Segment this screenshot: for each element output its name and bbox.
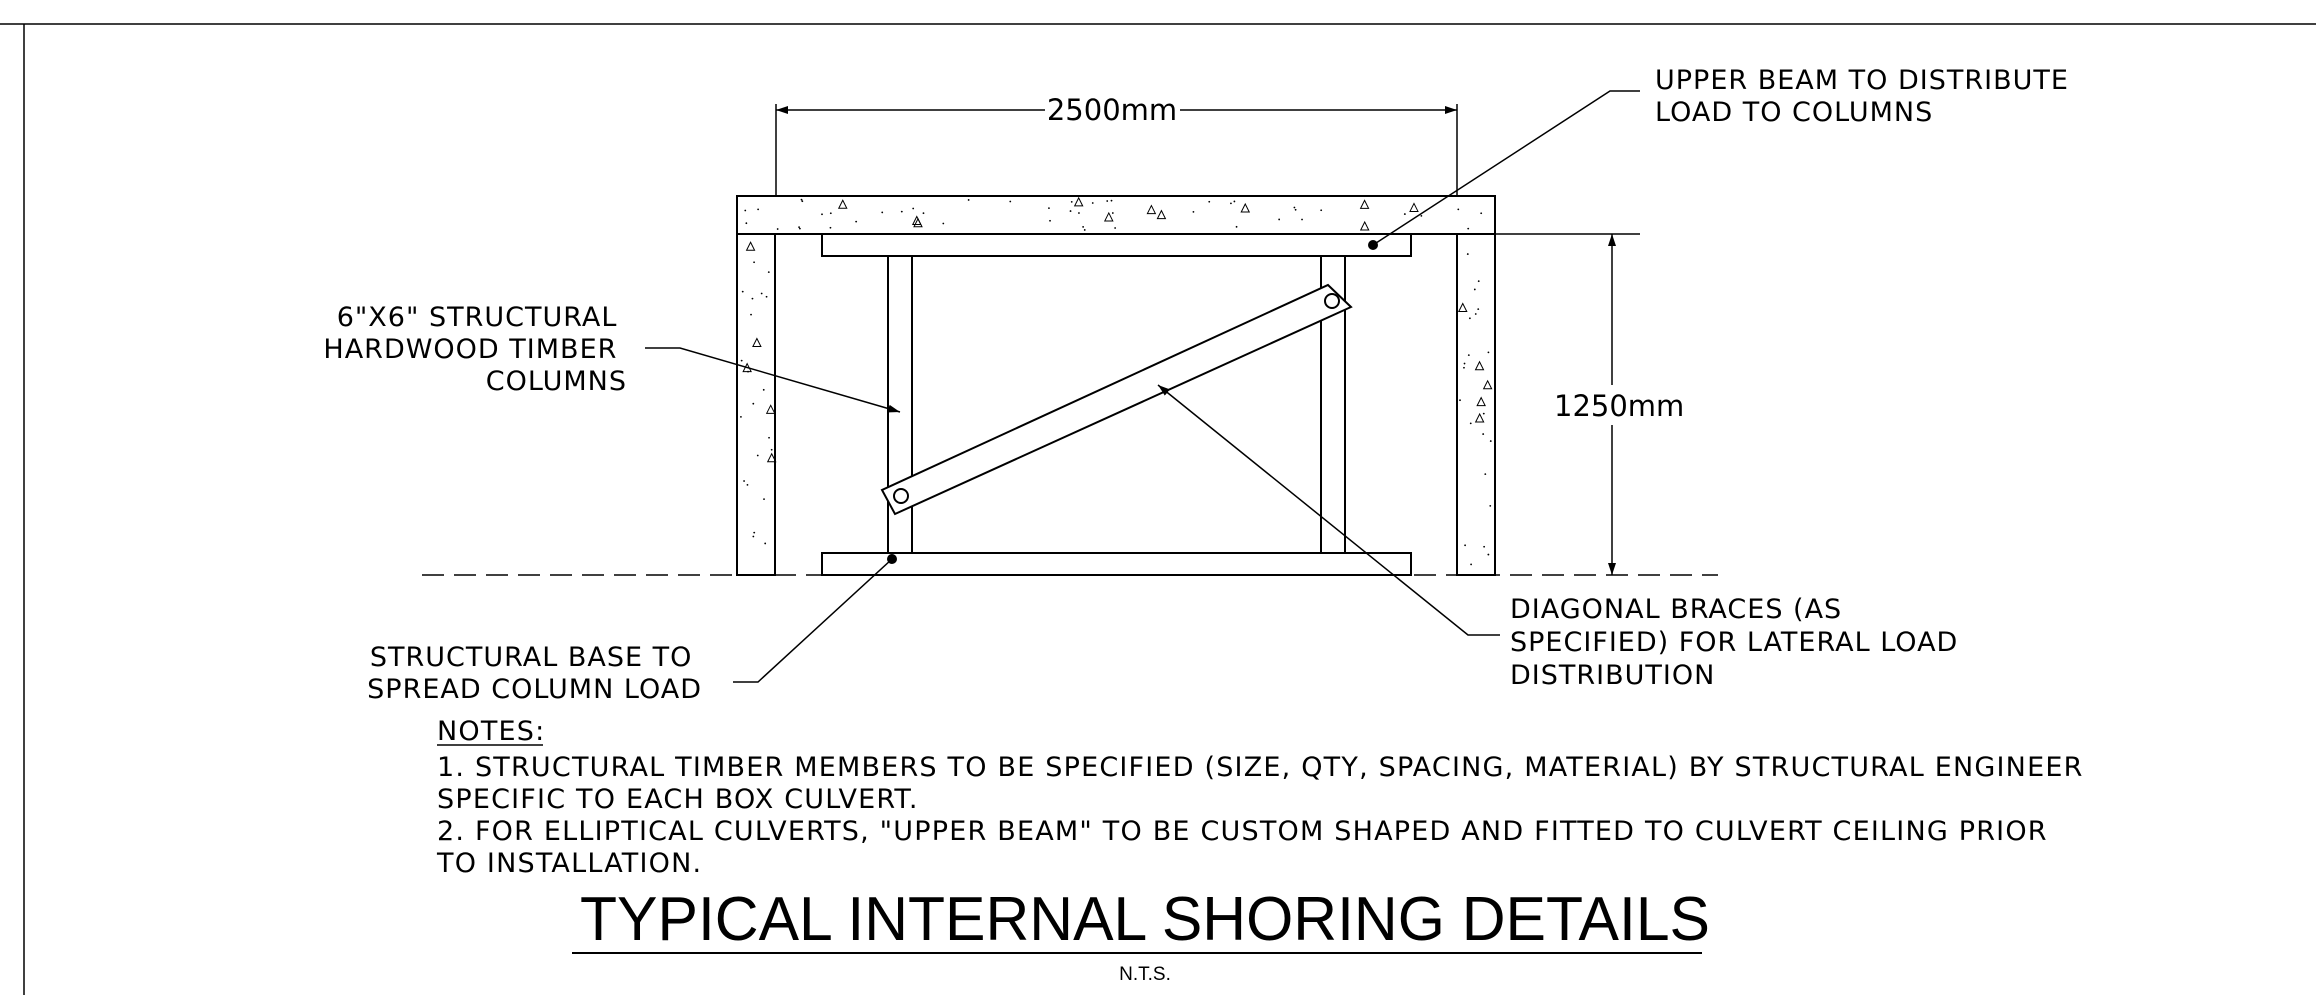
base-label: STRUCTURAL BASE TO SPREAD COLUMN LOAD [367,642,702,705]
brace-bolt-top [1324,293,1340,309]
note-line-2: SPECIFIC TO EACH BOX CULVERT. [437,784,919,815]
concrete-hatch [740,196,1493,566]
dimension-height-label: 1250mm [1554,389,1684,423]
upper-beam-label: UPPER BEAM TO DISTRIBUTE LOAD TO COLUMNS [1655,65,2079,128]
upper-beam [821,233,1412,257]
width-dimension [775,104,1458,196]
columns-label: 6"X6" STRUCTURAL HARDWOOD TIMBER COLUMNS [323,302,627,397]
diagonal-brace [880,283,1353,516]
upper-beam-leader-dot [1368,240,1378,250]
culvert-top-slab [736,195,1496,235]
shoring-members [821,233,1412,576]
notes-heading: NOTES: [437,716,545,747]
notes-body: 1. STRUCTURAL TIMBER MEMBERS TO BE SPECI… [436,752,2093,879]
note-line-3: 2. FOR ELLIPTICAL CULVERTS, "UPPER BEAM"… [437,816,2048,847]
leader-lines [645,90,1640,683]
right-column [1320,255,1346,554]
drawing-title: TYPICAL INTERNAL SHORING DETAILS [580,885,1710,954]
note-line-4: TO INSTALLATION. [436,848,702,879]
height-dimension [1420,233,1640,575]
left-column [887,255,913,554]
base-leader [733,558,893,683]
base-leader-dot [887,554,897,564]
note-line-1: 1. STRUCTURAL TIMBER MEMBERS TO BE SPECI… [437,752,2084,783]
dimension-width-label: 2500mm [1047,93,1177,127]
upper-beam-leader [1372,90,1640,246]
braces-leader [1157,384,1500,636]
structural-base [821,552,1412,576]
brace-bolt-bottom [893,488,909,504]
scale-note: N.T.S. [1119,964,1171,985]
culvert-right-wall [1456,233,1496,576]
culvert-left-wall [736,233,776,576]
columns-leader [645,347,901,413]
braces-label: DIAGONAL BRACES (AS SPECIFIED) FOR LATER… [1510,594,1968,691]
